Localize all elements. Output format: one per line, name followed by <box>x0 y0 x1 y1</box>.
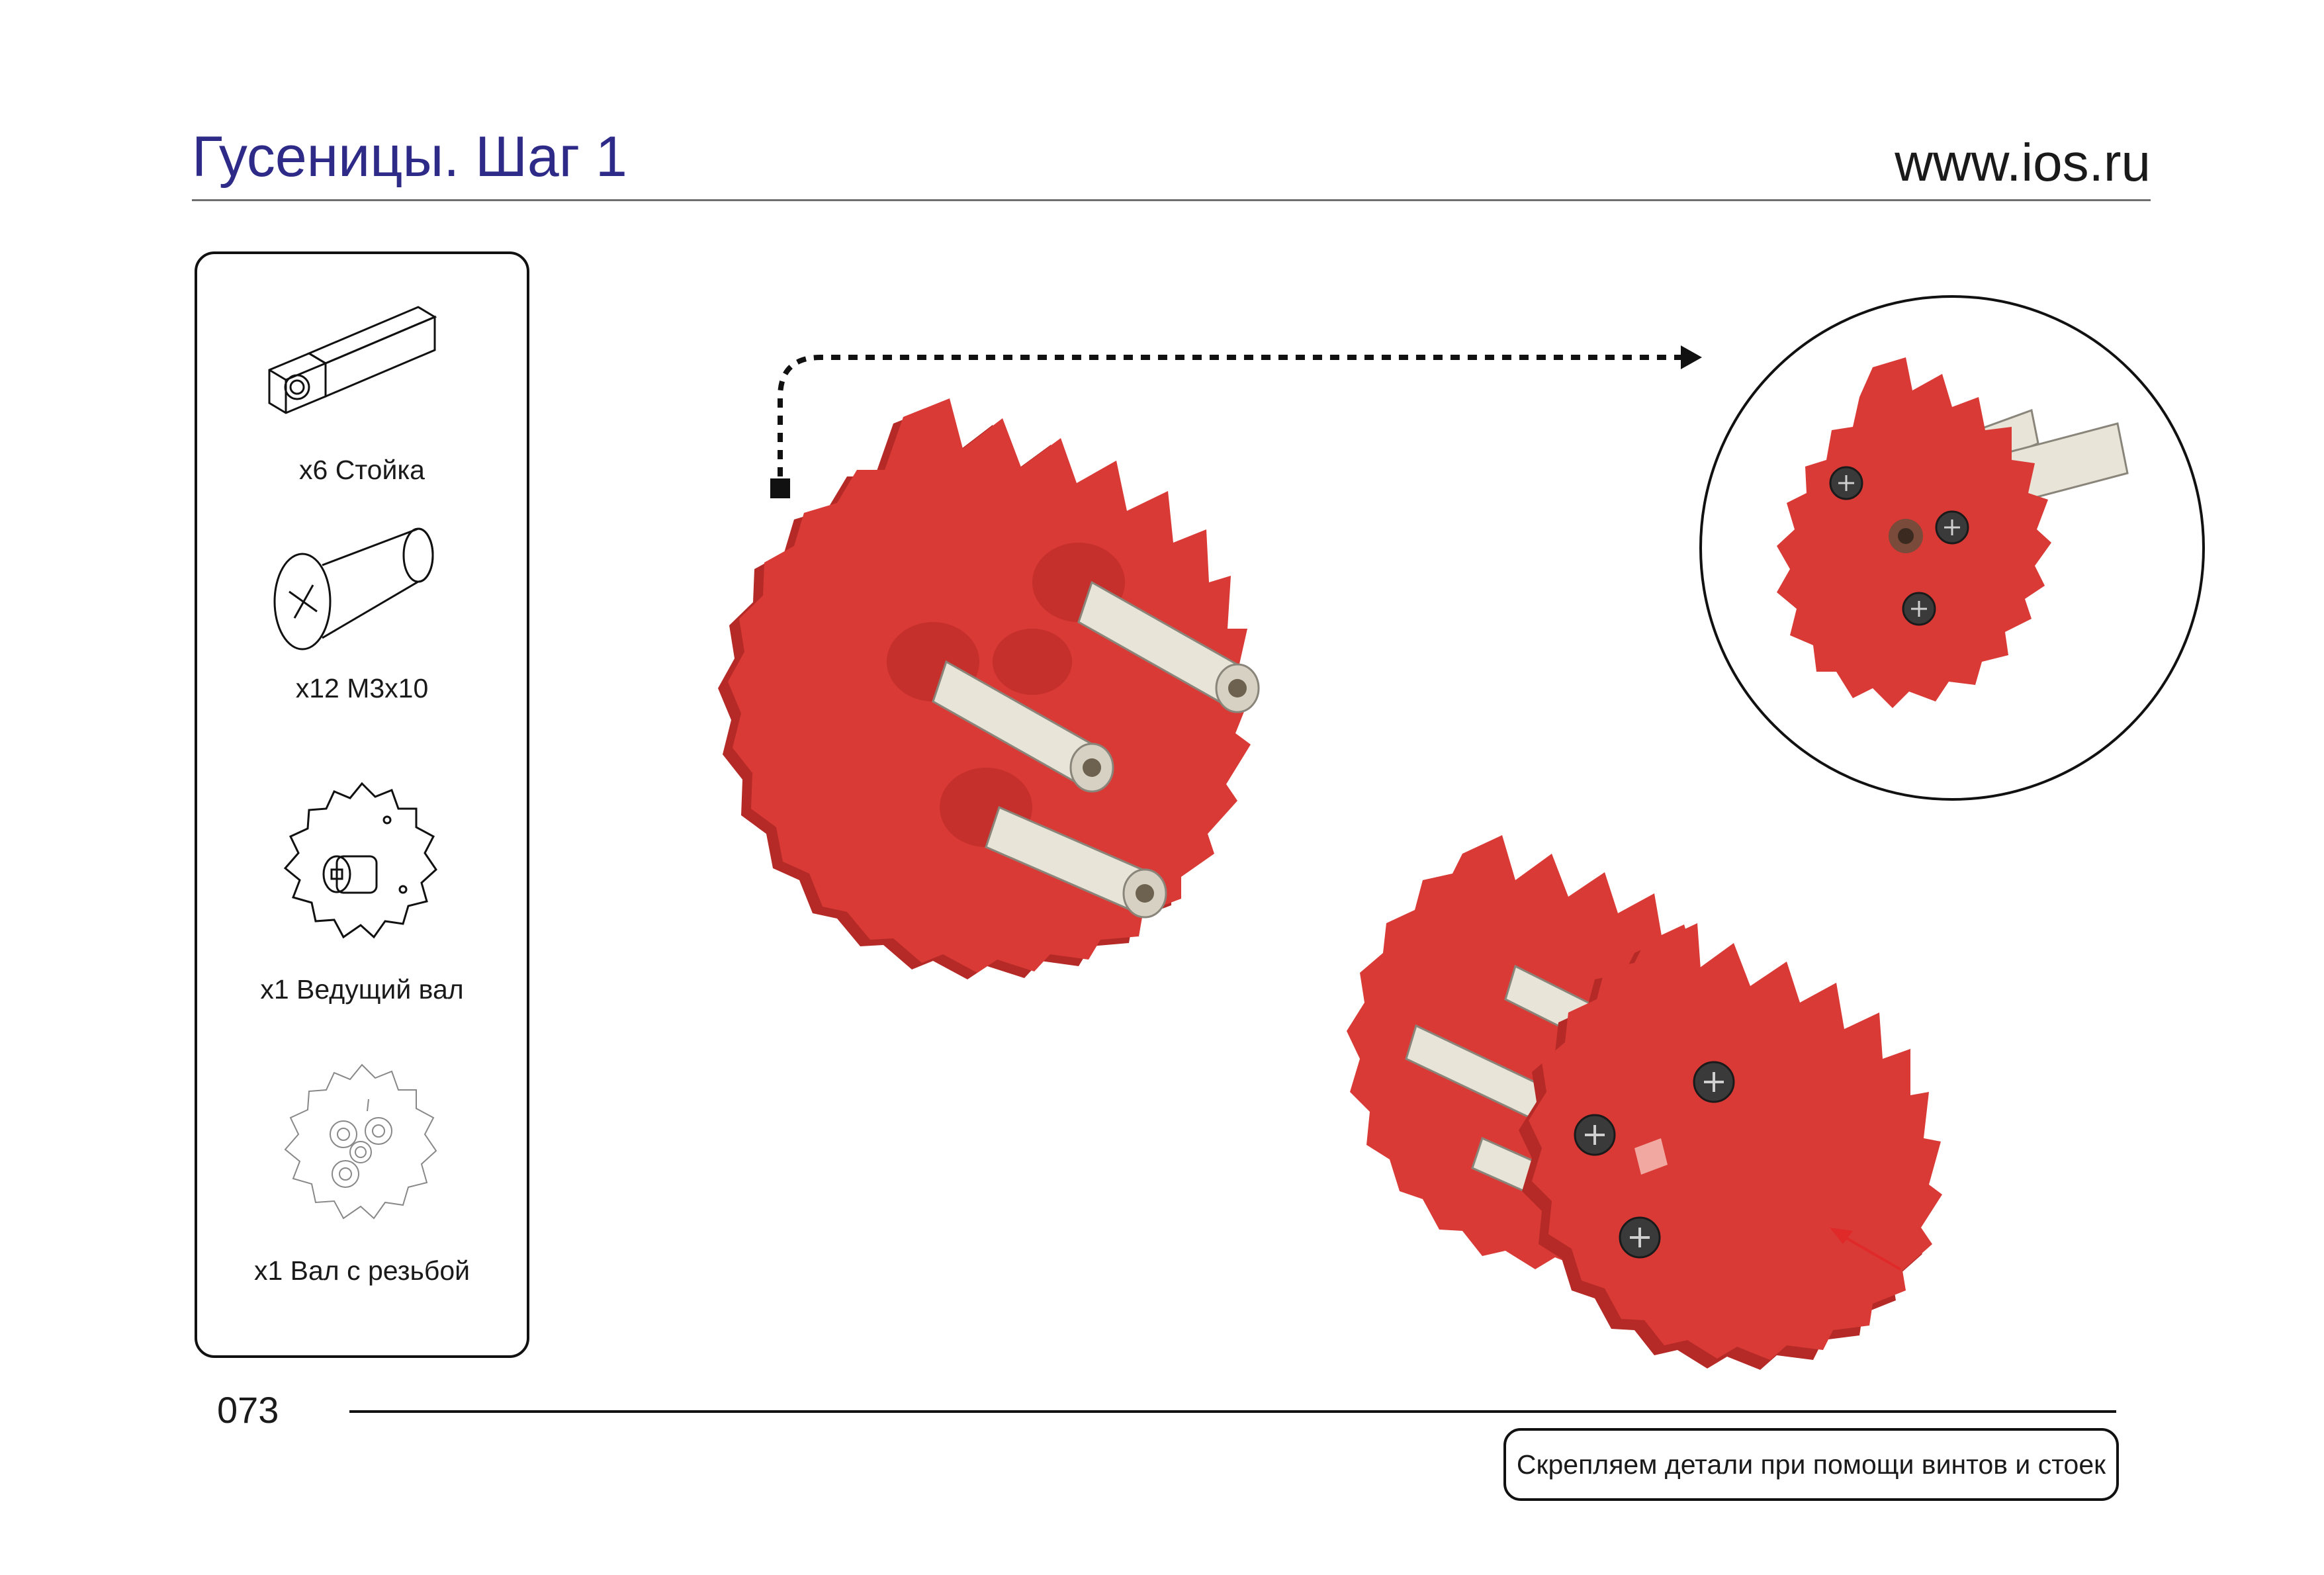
part-label-standoff: x6 Стойка <box>299 455 425 485</box>
red-pointer-arrow <box>1830 1228 1901 1271</box>
instruction-caption: Скрепляем детали при помощи винтов и сто… <box>1503 1428 2119 1501</box>
part-item-drive-shaft: x1 Ведущий вал <box>197 770 527 1005</box>
header-divider <box>192 199 2151 201</box>
threaded-shaft-icon <box>284 1063 437 1220</box>
page-number: 073 <box>217 1389 279 1431</box>
part-item-standoff: x6 Стойка <box>197 291 527 486</box>
page-title: Гусеницы. Шаг 1 <box>192 125 627 189</box>
footer-divider <box>349 1410 2116 1413</box>
dotted-arrow <box>770 345 1702 498</box>
instruction-caption-text: Скрепляем детали при помощи винтов и сто… <box>1516 1449 2106 1480</box>
part-label-screw: x12 M3x10 <box>295 673 429 703</box>
gear-assembly-pair <box>1347 835 1942 1370</box>
drive-shaft-icon <box>283 782 437 939</box>
part-item-threaded-shaft: x1 Вал с резьбой <box>197 1052 527 1286</box>
gear-assembly-main <box>718 398 1260 979</box>
part-label-drive-shaft: x1 Ведущий вал <box>260 974 464 1005</box>
detail-view <box>1699 295 2205 801</box>
part-item-screw: x12 M3x10 <box>197 516 527 704</box>
site-url: www.ios.ru <box>1895 133 2151 192</box>
screw-icon <box>273 527 434 651</box>
standoff-icon <box>268 306 437 414</box>
parts-list-panel: x6 Стойка x12 M3x10 x1 Ведущий вал <box>195 251 529 1358</box>
part-label-threaded-shaft: x1 Вал с резьбой <box>253 1255 470 1286</box>
